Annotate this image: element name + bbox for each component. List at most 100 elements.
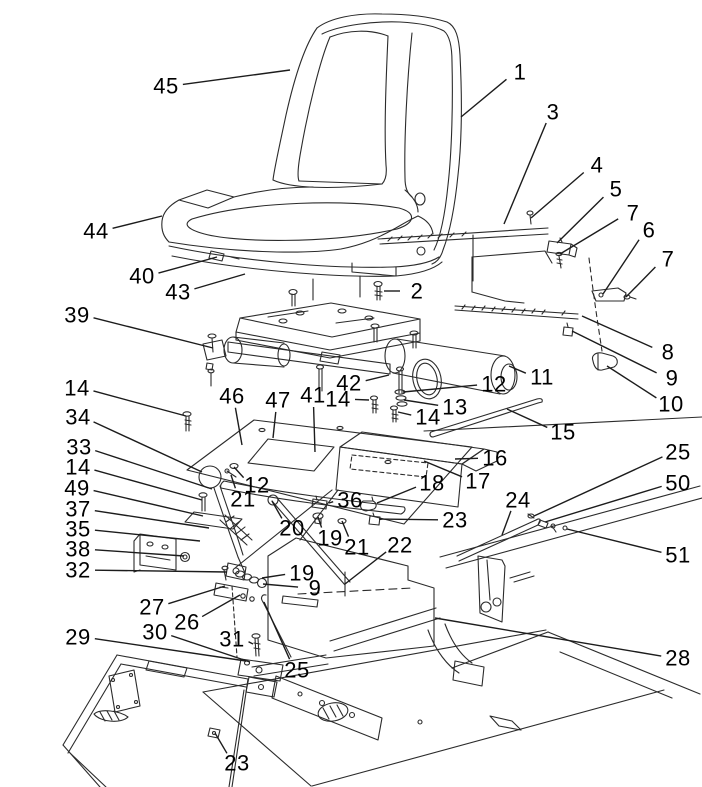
leader-line-23 xyxy=(214,732,228,754)
leader-line-8 xyxy=(581,315,653,349)
nut-23-mid xyxy=(368,515,381,526)
callout-3: 3 xyxy=(547,100,560,125)
leader-line-37 xyxy=(94,510,210,529)
leader-line-50 xyxy=(544,485,662,523)
lever-assembly xyxy=(133,465,351,602)
leader-line-12 xyxy=(402,384,478,393)
callout-9: 9 xyxy=(666,366,679,391)
callout-14: 14 xyxy=(64,376,89,401)
callout-21: 21 xyxy=(230,487,255,512)
leader-line-16 xyxy=(454,457,479,460)
callout-23: 23 xyxy=(442,508,467,533)
callout-5: 5 xyxy=(610,177,623,202)
leader-line-18 xyxy=(376,486,417,504)
callout-37: 37 xyxy=(65,497,90,522)
tube-20 xyxy=(271,497,351,586)
callout-18: 18 xyxy=(419,471,444,496)
callout-32: 32 xyxy=(65,558,90,583)
torsion-cylinder xyxy=(369,338,518,423)
leader-line-51 xyxy=(566,528,662,553)
leader-line-38 xyxy=(94,549,185,557)
callout-45: 45 xyxy=(153,74,178,99)
plate-29 xyxy=(237,658,284,682)
nut-12-left xyxy=(229,462,239,470)
leader-line-39 xyxy=(93,317,214,349)
suspension-assembly xyxy=(202,280,421,394)
seam-17 xyxy=(349,454,429,478)
bolt-31 xyxy=(251,633,261,639)
callout-25: 25 xyxy=(284,658,309,683)
leader-line-15 xyxy=(506,408,548,429)
leader-line-7 xyxy=(625,266,656,298)
callout-43: 43 xyxy=(165,280,190,305)
callout-14: 14 xyxy=(325,387,350,412)
callout-12: 12 xyxy=(244,473,269,498)
pin-51 xyxy=(551,525,557,533)
nut-23-bottom xyxy=(207,727,221,739)
callout-25: 25 xyxy=(665,440,690,465)
knob-10 xyxy=(591,352,618,371)
leader-line-29 xyxy=(94,638,247,662)
leader-line-46 xyxy=(234,407,243,446)
callout-19: 19 xyxy=(317,526,342,551)
leader-line-40 xyxy=(158,256,218,274)
callout-7: 7 xyxy=(627,201,640,226)
lip-16 xyxy=(461,448,498,472)
leader-line-14 xyxy=(94,469,203,501)
callout-23: 23 xyxy=(224,751,249,776)
leader-line-36 xyxy=(328,501,334,504)
leader-line-25 xyxy=(533,456,663,517)
nut-38 xyxy=(179,551,191,563)
callout-22: 22 xyxy=(387,533,412,558)
callout-42: 42 xyxy=(336,371,361,396)
bolt-14-right xyxy=(389,405,399,411)
screw-4 xyxy=(526,210,534,216)
callout-41: 41 xyxy=(300,383,325,408)
callout-19: 19 xyxy=(289,561,314,586)
callout-39: 39 xyxy=(64,303,89,328)
callout-16: 16 xyxy=(482,446,507,471)
callout-10: 10 xyxy=(658,392,683,417)
callout-14: 14 xyxy=(415,405,440,430)
leader-line-41 xyxy=(312,406,316,453)
leader-line-7 xyxy=(559,218,619,255)
chassis-frame xyxy=(202,485,702,787)
leader-line-19 xyxy=(317,516,323,528)
leader-line-11 xyxy=(508,365,527,374)
leader-line-20 xyxy=(271,500,283,519)
leader-line-27 xyxy=(168,585,226,605)
leader-line-25 xyxy=(263,601,291,660)
callout-26: 26 xyxy=(174,610,199,635)
callout-33: 33 xyxy=(66,435,91,460)
leader-line-4 xyxy=(530,171,585,219)
callout-8: 8 xyxy=(662,340,675,365)
leader-line-14 xyxy=(354,398,370,401)
leader-line-44 xyxy=(112,215,163,230)
callout-28: 28 xyxy=(665,646,690,671)
leader-line-13 xyxy=(403,399,439,407)
console xyxy=(62,654,249,787)
leader-line-35 xyxy=(94,529,201,542)
leader-line-28 xyxy=(434,617,662,657)
bolt-14-mid xyxy=(369,395,379,401)
leader-line-43 xyxy=(194,273,246,290)
leader-line-5 xyxy=(556,196,604,244)
leader-line-26 xyxy=(201,594,241,618)
leader-line-42 xyxy=(365,374,390,382)
mount-panel-hardware xyxy=(377,210,637,371)
support-box xyxy=(299,431,498,541)
bolt-2 xyxy=(373,280,383,288)
callout-34: 34 xyxy=(65,405,90,430)
callout-47: 47 xyxy=(265,388,290,413)
rod-24 xyxy=(456,519,539,562)
callout-14: 14 xyxy=(65,455,90,480)
leader-line-21 xyxy=(230,474,237,489)
bolt-14-left xyxy=(182,411,192,417)
bracket-6 xyxy=(591,287,627,302)
callout-15: 15 xyxy=(550,420,575,445)
leader-line-14 xyxy=(397,411,412,416)
callout-29: 29 xyxy=(65,625,90,650)
callout-12: 12 xyxy=(481,372,506,397)
